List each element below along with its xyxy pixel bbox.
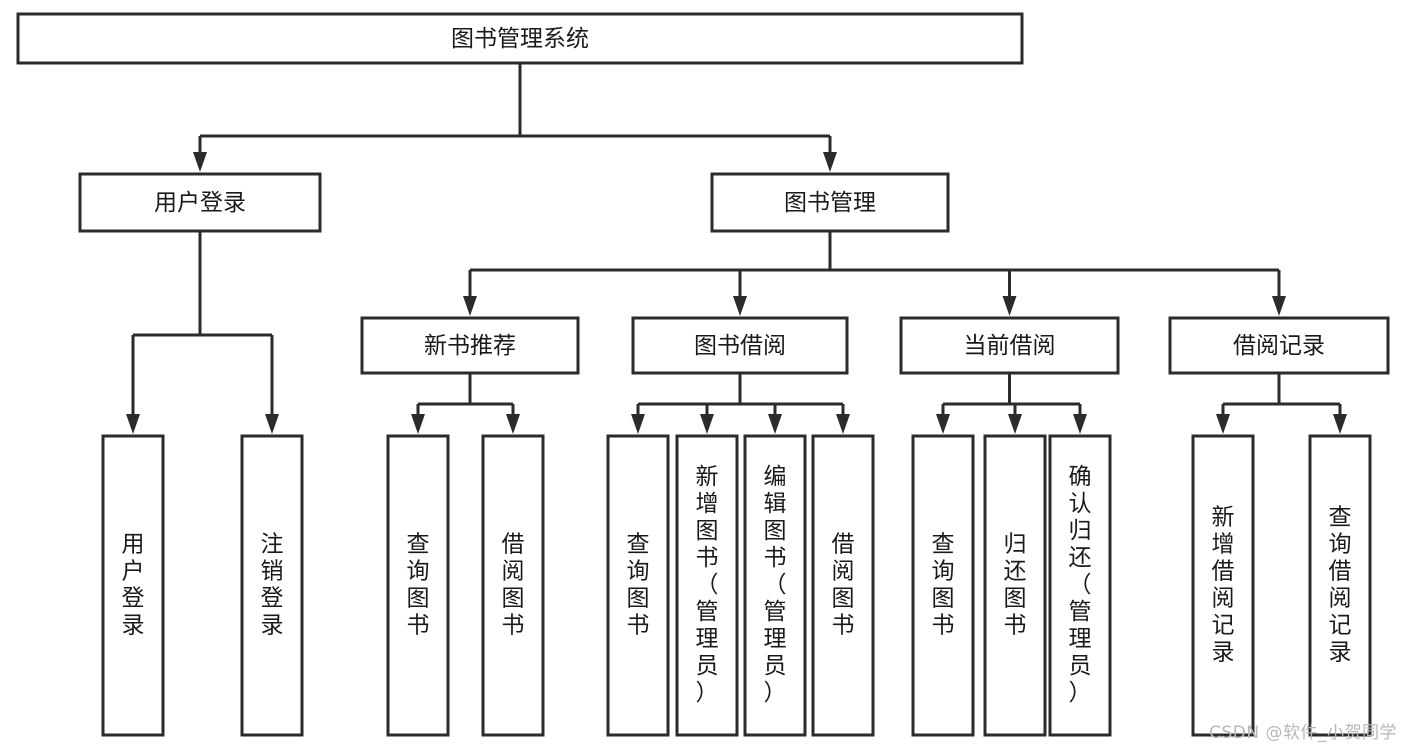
- node-box-leaf-rec-add: [1191, 434, 1255, 737]
- node-leaf-borrow-edit[interactable]: 编辑图书（管理员）: [743, 434, 807, 737]
- node-label-leaf-borrow-lend: 借阅图书: [832, 532, 855, 639]
- node-label-leaf-cur-confirm: 确认归还（管理员）: [1069, 464, 1092, 706]
- node-label-leaf-rec-borrow: 借阅图书: [502, 532, 525, 639]
- connector-arrow-icon: [463, 296, 477, 316]
- connector-arrow-icon: [193, 152, 207, 172]
- node-label-borrow-record: 借阅记录: [1233, 333, 1325, 359]
- node-leaf-rec-borrow[interactable]: 借阅图书: [481, 434, 545, 737]
- node-box-leaf-cur-confirm: [1048, 434, 1112, 737]
- node-leaf-user-logout[interactable]: 注销登录: [240, 434, 304, 737]
- connector-arrow-icon: [1073, 414, 1087, 434]
- connector-arrow-icon: [1008, 414, 1022, 434]
- node-box-leaf-borrow-add: [675, 434, 739, 737]
- node-layer: 图书管理系统用户登录图书管理新书推荐图书借阅当前借阅借阅记录用户登录注销登录查询…: [16, 12, 1390, 737]
- node-leaf-user-login[interactable]: 用户登录: [101, 434, 165, 737]
- node-box-current-borrow: [899, 316, 1120, 375]
- node-leaf-borrow-add[interactable]: 新增图书（管理员）: [675, 434, 739, 737]
- connector-arrow-icon: [265, 414, 279, 434]
- connector-arrow-icon: [823, 152, 837, 172]
- connector-arrow-icon: [1216, 414, 1230, 434]
- connector-arrow-icon: [411, 414, 425, 434]
- node-box-new-book-rec: [360, 316, 580, 375]
- node-current-borrow[interactable]: 当前借阅: [899, 316, 1120, 375]
- node-box-leaf-user-login: [101, 434, 165, 737]
- connector-layer: [126, 63, 1347, 434]
- node-leaf-borrow-lend[interactable]: 借阅图书: [811, 434, 875, 737]
- node-borrow-record[interactable]: 借阅记录: [1168, 316, 1390, 375]
- node-label-leaf-user-login: 用户登录: [122, 532, 145, 639]
- connector-arrow-icon: [1002, 296, 1017, 316]
- node-label-leaf-user-logout: 注销登录: [261, 532, 284, 639]
- connector-c-book-borrow: [631, 373, 850, 434]
- connector-arrow-icon: [1333, 414, 1347, 434]
- node-box-leaf-borrow-edit: [743, 434, 807, 737]
- node-box-leaf-user-logout: [240, 434, 304, 737]
- connector-arrow-icon: [768, 414, 782, 434]
- connector-arrow-icon: [733, 296, 747, 316]
- connector-c-borrow-record: [1216, 373, 1347, 434]
- node-label-leaf-borrow-edit: 编辑图书（管理员）: [764, 464, 787, 706]
- node-label-leaf-cur-return: 归还图书: [1004, 532, 1027, 639]
- node-label-book-manage: 图书管理: [784, 190, 876, 216]
- node-box-leaf-cur-query: [911, 434, 975, 737]
- node-label-leaf-rec-add: 新增借阅记录: [1212, 505, 1235, 666]
- connector-arrow-icon: [700, 414, 714, 434]
- connector-arrow-icon: [126, 414, 140, 434]
- connector-arrow-icon: [836, 414, 850, 434]
- node-label-leaf-cur-query: 查询图书: [932, 532, 955, 639]
- node-leaf-cur-confirm[interactable]: 确认归还（管理员）: [1048, 434, 1112, 737]
- node-label-leaf-rec-search: 查询借阅记录: [1329, 505, 1352, 666]
- node-book-borrow[interactable]: 图书借阅: [631, 316, 849, 375]
- node-label-user-login: 用户登录: [154, 190, 246, 216]
- node-leaf-cur-return[interactable]: 归还图书: [983, 434, 1047, 737]
- connector-arrow-icon: [936, 414, 950, 434]
- node-box-root: [16, 12, 1024, 65]
- node-box-book-manage: [710, 172, 950, 233]
- node-box-leaf-borrow-lend: [811, 434, 875, 737]
- node-label-leaf-rec-query: 查询图书: [407, 532, 430, 639]
- node-label-current-borrow: 当前借阅: [964, 333, 1056, 359]
- node-user-login[interactable]: 用户登录: [78, 172, 322, 233]
- csdn-watermark: CSDN @软件_小贺同学: [1209, 723, 1397, 743]
- node-leaf-rec-query[interactable]: 查询图书: [386, 434, 450, 737]
- connector-arrow-icon: [1272, 296, 1286, 316]
- node-box-user-login: [78, 172, 322, 233]
- node-box-borrow-record: [1168, 316, 1390, 375]
- node-book-manage[interactable]: 图书管理: [710, 172, 950, 233]
- connector-arrow-icon: [631, 414, 645, 434]
- node-box-leaf-cur-return: [983, 434, 1047, 737]
- node-leaf-borrow-query[interactable]: 查询图书: [606, 434, 670, 737]
- node-label-leaf-borrow-add: 新增图书（管理员）: [696, 464, 719, 706]
- node-root[interactable]: 图书管理系统: [16, 12, 1024, 65]
- connector-c-user-login: [126, 231, 279, 434]
- node-leaf-rec-add[interactable]: 新增借阅记录: [1191, 434, 1255, 737]
- node-new-book-rec[interactable]: 新书推荐: [360, 316, 580, 375]
- node-label-leaf-borrow-query: 查询图书: [627, 532, 650, 639]
- connector-c-root: [193, 63, 837, 172]
- node-box-leaf-rec-query: [386, 434, 450, 737]
- connector-c-book-manage: [463, 231, 1286, 316]
- node-box-leaf-rec-borrow: [481, 434, 545, 737]
- node-label-root: 图书管理系统: [451, 26, 589, 52]
- connector-c-current-borrow: [936, 373, 1087, 434]
- node-label-book-borrow: 图书借阅: [694, 333, 786, 359]
- node-leaf-rec-search[interactable]: 查询借阅记录: [1308, 434, 1372, 737]
- node-label-new-book-rec: 新书推荐: [424, 333, 516, 359]
- node-box-leaf-borrow-query: [606, 434, 670, 737]
- node-box-book-borrow: [631, 316, 849, 375]
- node-box-leaf-rec-search: [1308, 434, 1372, 737]
- node-leaf-cur-query[interactable]: 查询图书: [911, 434, 975, 737]
- connector-c-new-book-rec: [411, 373, 520, 434]
- connector-arrow-icon: [506, 414, 520, 434]
